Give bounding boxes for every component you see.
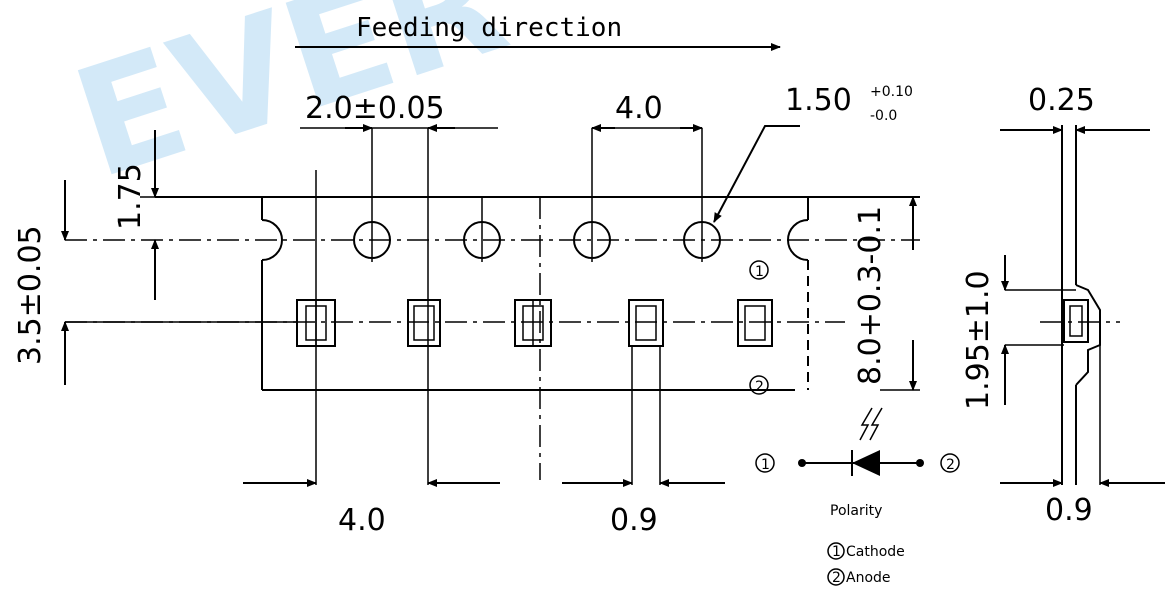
dim-pocket-width: 0.9 [610, 503, 658, 538]
pin-marker-1: 1 [755, 264, 764, 280]
polarity-label: Polarity [830, 503, 882, 519]
dim-hole-tol-lower: -0.0 [870, 108, 897, 124]
dim-tape-width: 8.0+0.3-0.1 [853, 206, 888, 385]
anode-label: Anode [846, 570, 891, 586]
dim-pocket-pitch: 4.0 [338, 503, 386, 538]
dim-hole-pitch: 4.0 [615, 91, 663, 126]
anode-marker: 2 [832, 570, 841, 586]
sprocket-holes [353, 128, 721, 262]
led-pockets [296, 299, 773, 347]
svg-text:2: 2 [946, 457, 955, 473]
pin-marker-2: 2 [755, 379, 764, 395]
cathode-label: Cathode [846, 544, 905, 560]
dim-depth: 1.95±1.0 [961, 270, 996, 410]
cathode-marker: 1 [832, 544, 841, 560]
dim-hole-to-pocket: 3.5±0.05 [13, 225, 48, 365]
led-pocket [737, 299, 773, 347]
dim-side-width: 0.9 [1045, 493, 1093, 528]
feeding-direction-label: Feeding direction [356, 13, 622, 43]
svg-text:1: 1 [761, 457, 770, 473]
dim-thickness: 0.25 [1028, 83, 1095, 118]
led-pocket [628, 299, 664, 347]
dim-hole-tol-upper: +0.10 [870, 84, 913, 100]
dim-hole-diameter: 1.50 [785, 83, 852, 118]
led-pocket [407, 299, 441, 347]
side-view: 0.25 1.95±1.0 0.9 [961, 83, 1165, 528]
polarity-symbol: 1 2 [755, 407, 960, 476]
dim-sprocket-offset: 2.0±0.05 [305, 91, 445, 126]
tape-outline [155, 196, 920, 391]
